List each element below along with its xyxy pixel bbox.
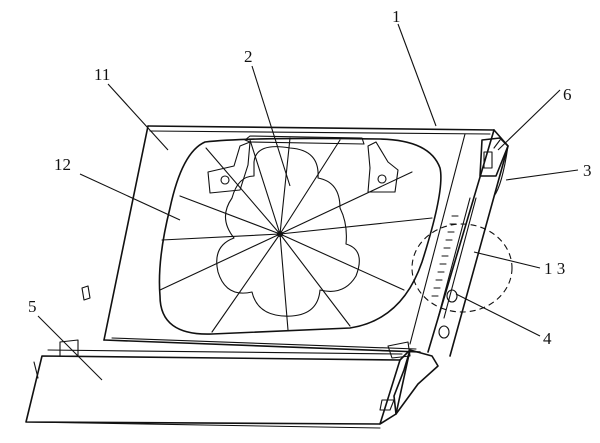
callout-12: 12 — [54, 155, 71, 174]
left-bracket-hole — [220, 175, 230, 185]
knobs — [438, 289, 458, 339]
callout-11: 11 — [94, 65, 110, 84]
front-bar — [25, 339, 439, 429]
fan — [159, 137, 433, 333]
left-bracket — [207, 141, 251, 194]
right-bracket — [367, 141, 399, 193]
hinge-block — [393, 349, 439, 415]
right-bracket-hole — [377, 174, 387, 184]
callout-1: 1 — [392, 7, 401, 26]
callout-2: 2 — [244, 47, 253, 66]
callout-5: 5 — [28, 297, 37, 316]
knob-upper — [446, 289, 458, 303]
fan-hub — [276, 230, 284, 238]
right-tab — [387, 341, 411, 359]
fan-opening — [158, 135, 442, 335]
leader-lines — [37, 23, 579, 381]
callout-3: 3 — [583, 161, 592, 180]
callout-6: 6 — [563, 85, 572, 104]
knob-lower — [438, 325, 450, 339]
side-connector — [479, 137, 509, 197]
callout-13: 1 3 — [544, 259, 565, 278]
vent-slots — [431, 197, 477, 319]
callout-4: 4 — [543, 329, 552, 348]
detail-circle-13 — [411, 223, 513, 313]
